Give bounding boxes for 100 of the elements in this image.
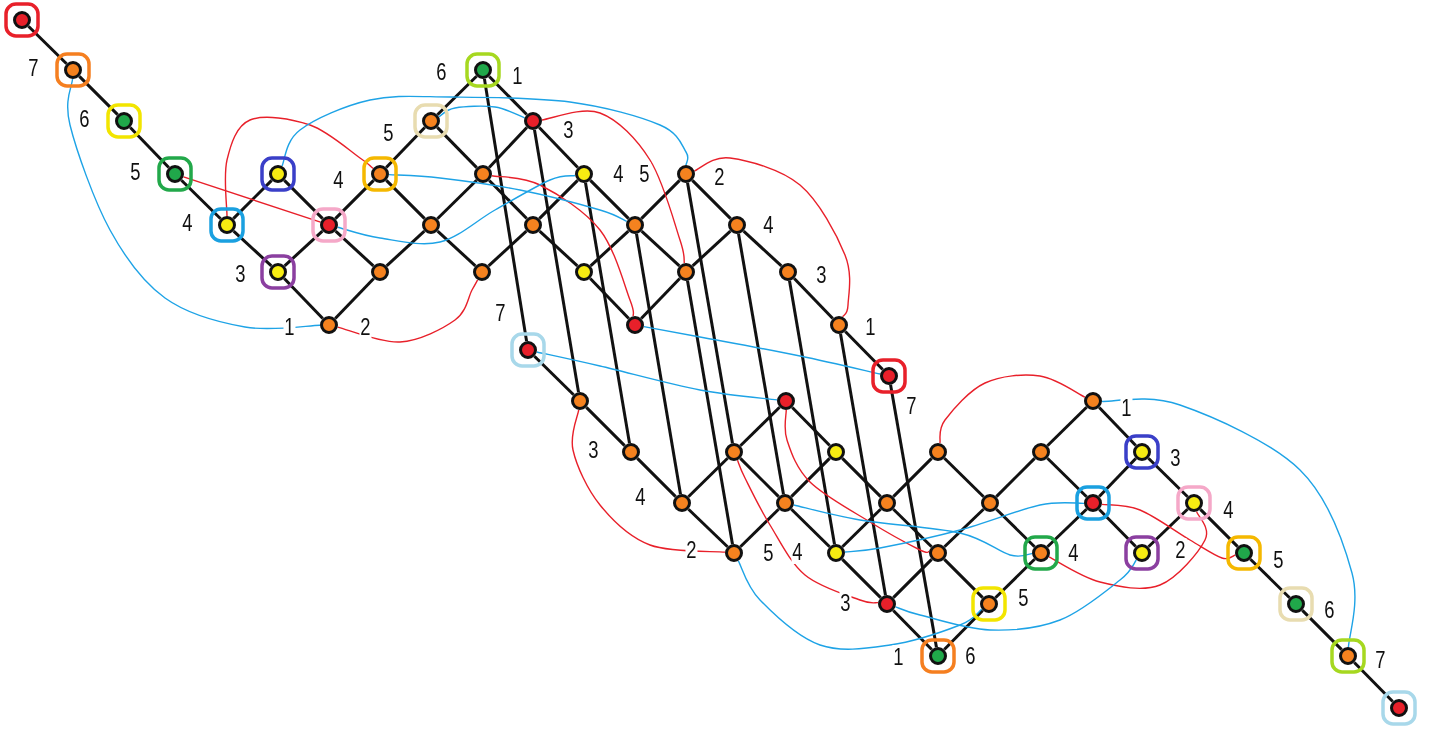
- lattice-line: [538, 126, 579, 169]
- lattice-line: [943, 558, 984, 599]
- lattice-line: [482, 78, 529, 342]
- lattice-line: [585, 406, 626, 447]
- node-dot: [166, 165, 184, 183]
- node-dot: [677, 165, 695, 183]
- node-dot: [269, 165, 287, 183]
- lattice-line: [687, 457, 729, 498]
- curved-link: [939, 374, 1086, 444]
- curved-link: [281, 95, 689, 167]
- lattice-line: [892, 558, 933, 599]
- lattice-line: [892, 457, 933, 498]
- lattice-line: [640, 179, 681, 220]
- node-number: 4: [791, 540, 803, 564]
- lattice-line: [640, 277, 681, 320]
- node-dot: [1185, 494, 1203, 512]
- lattice-line: [436, 75, 478, 116]
- lattice-line: [841, 558, 882, 599]
- curved-link: [224, 116, 374, 217]
- node-dot: [776, 494, 794, 512]
- node-dot: [1084, 392, 1102, 410]
- lattice-line: [1249, 558, 1291, 599]
- lattice-line: [1098, 508, 1137, 548]
- lattice-line: [790, 508, 831, 548]
- lattice-line: [1353, 661, 1394, 703]
- lattice-line: [892, 508, 933, 548]
- lattice-line: [790, 457, 831, 498]
- lattice-line: [687, 508, 729, 548]
- node-dot: [929, 544, 947, 562]
- lattice-line: [533, 129, 580, 393]
- lattice-line: [994, 558, 1036, 599]
- curved-link: [182, 176, 322, 223]
- lattice-line: [1301, 609, 1343, 651]
- lattice-line: [1147, 457, 1189, 498]
- curved-link: [541, 110, 686, 264]
- node-dot: [218, 216, 236, 234]
- node-dot: [519, 341, 537, 359]
- lattice-line: [488, 75, 528, 116]
- node-dot: [878, 595, 896, 613]
- node-dot: [929, 647, 947, 665]
- lattice-line: [791, 406, 831, 447]
- lattice-line: [334, 230, 375, 267]
- lattice-line: [844, 330, 884, 371]
- curved-link: [388, 173, 628, 223]
- lattice-line: [27, 25, 68, 65]
- node-dot: [677, 263, 695, 281]
- lattice-line: [691, 230, 732, 267]
- node-dot: [1133, 443, 1151, 461]
- lattice-line: [232, 179, 273, 220]
- node-dot: [980, 595, 998, 613]
- lattice-line: [793, 277, 834, 320]
- node-number: 2: [359, 315, 371, 339]
- node-dot: [777, 392, 795, 410]
- lattice-line: [739, 406, 781, 447]
- curved-link: [67, 78, 321, 330]
- curved-link: [894, 559, 1137, 631]
- node-dot: [1390, 699, 1408, 717]
- lattice-line: [180, 179, 222, 220]
- lattice-line: [691, 179, 732, 220]
- node-dot: [13, 11, 31, 29]
- curved-link: [736, 459, 879, 604]
- lattice-line: [742, 230, 783, 267]
- node-dot: [626, 216, 644, 234]
- lattice-line: [385, 230, 426, 267]
- lattice-line: [385, 126, 426, 169]
- node-dot: [524, 112, 542, 130]
- curved-link: [737, 560, 983, 650]
- lattice-line: [995, 508, 1036, 548]
- curved-link: [844, 501, 1085, 553]
- lattice-line: [640, 230, 681, 267]
- node-dot: [1032, 443, 1050, 461]
- lattice-line: [686, 280, 734, 545]
- lattice-line: [533, 355, 575, 396]
- curved-link: [337, 279, 479, 343]
- curved-link: [536, 351, 778, 401]
- node-dot: [371, 263, 389, 281]
- curved-link: [1101, 503, 1236, 560]
- lattice-line: [436, 230, 477, 267]
- lattice-line: [788, 280, 836, 545]
- lattice-line: [589, 179, 630, 220]
- lattice-line: [635, 233, 682, 495]
- node-dot: [269, 263, 287, 281]
- node-dot: [115, 112, 133, 130]
- lattice-line: [739, 457, 780, 498]
- node-dot: [929, 443, 947, 461]
- lattice-line: [839, 333, 887, 596]
- node-dot: [626, 316, 644, 334]
- lattice-line: [78, 75, 119, 116]
- node-dot: [575, 263, 593, 281]
- node-dot: [473, 263, 491, 281]
- lattice-line: [1147, 508, 1189, 548]
- node-dot: [725, 443, 743, 461]
- node-dot: [422, 216, 440, 234]
- lattice-line: [385, 179, 426, 220]
- node-dot: [320, 316, 338, 334]
- lattice-line: [889, 384, 938, 648]
- node-dot: [830, 316, 848, 334]
- lattice-line: [739, 508, 780, 548]
- node-dot: [1339, 647, 1357, 665]
- node-dot: [725, 544, 743, 562]
